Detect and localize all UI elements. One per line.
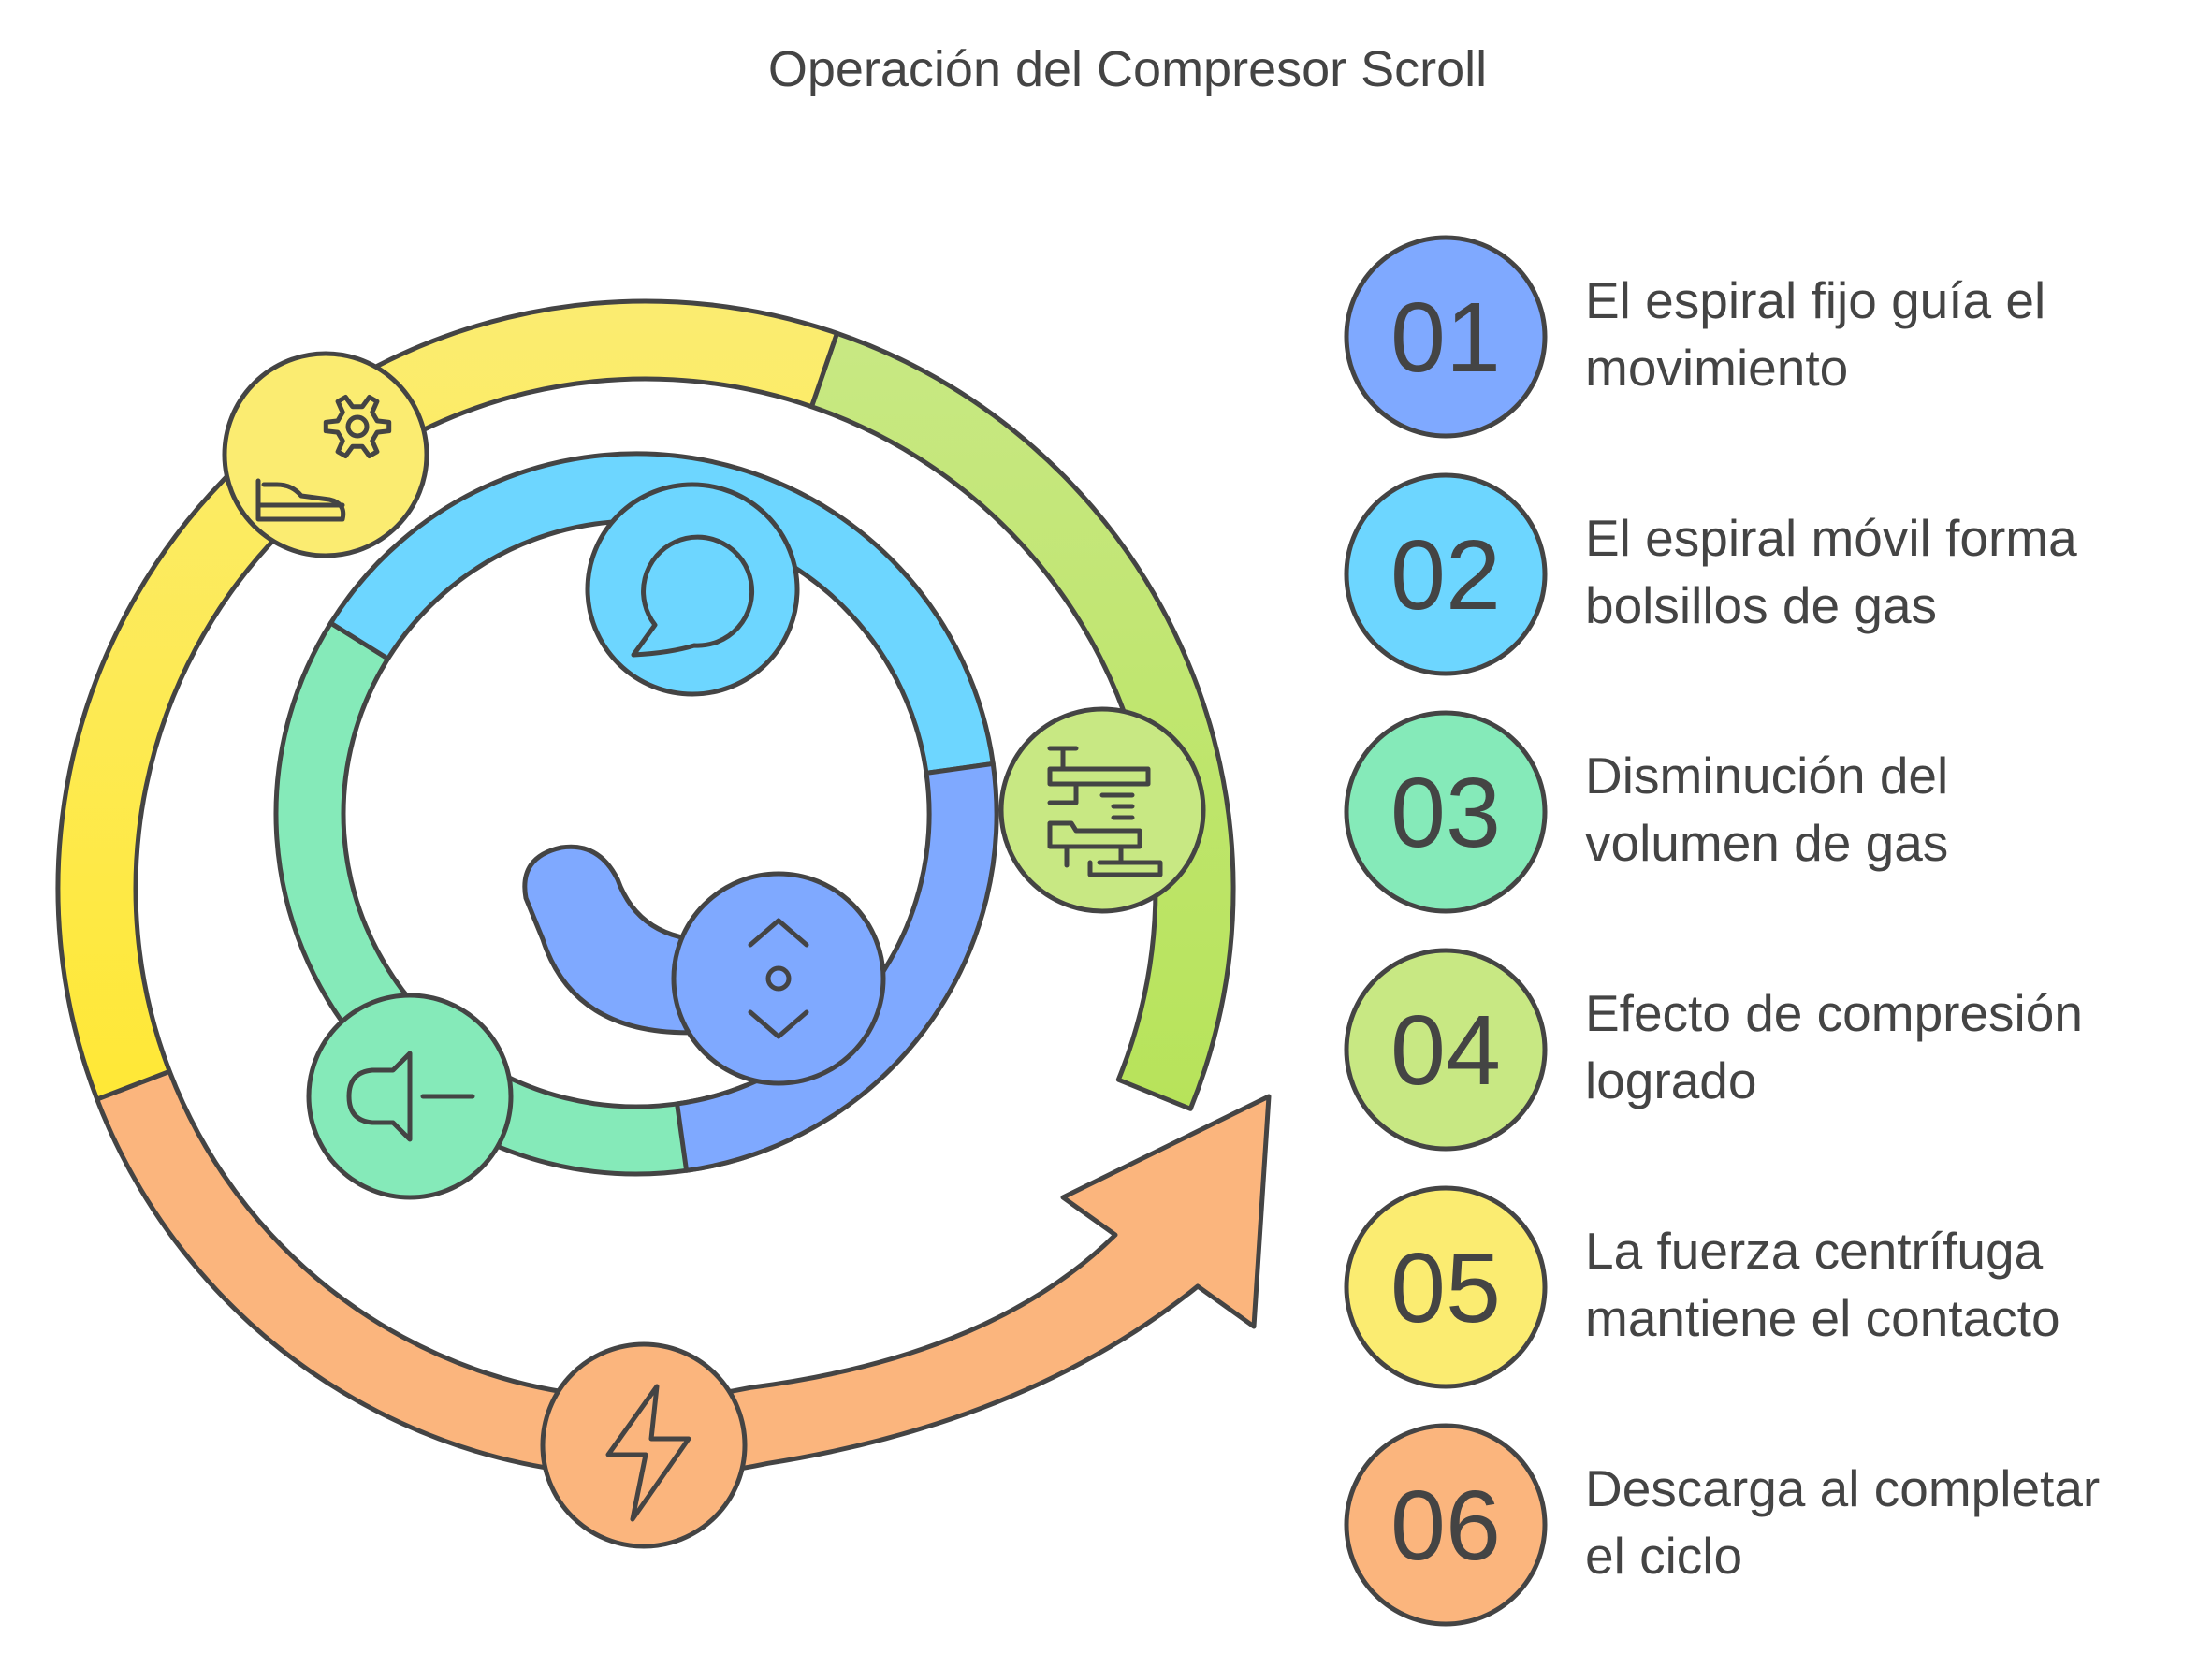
step-item-05: 05 La fuerza centrífuga mantiene el contac… xyxy=(1344,1185,2060,1389)
step-list: 01 El espiral fijo guía el movimiento 02 El … xyxy=(1344,235,2100,1627)
step-number: 05 xyxy=(1390,1233,1501,1343)
step-text-line: El espiral móvil forma xyxy=(1585,509,2077,567)
press-machine-icon xyxy=(1047,746,1163,877)
step-text-line: Descarga al completar xyxy=(1585,1459,2100,1517)
step-number: 01 xyxy=(1390,283,1501,393)
diagram-title: Operación del Compresor Scroll xyxy=(768,41,1487,97)
step-item-02: 02 El espiral móvil forma bolsillos de gas xyxy=(1344,472,2077,676)
badge-blue xyxy=(671,871,886,1086)
step-number-badge xyxy=(1344,948,1548,1152)
slider-arrows-icon xyxy=(748,918,809,1039)
chat-bubble-icon xyxy=(631,534,755,658)
step-item-03: 03 Disminución del volumen de gas xyxy=(1344,710,1948,914)
step-text-line: Efecto de compresión xyxy=(1585,984,2083,1042)
step-text-line: volumen de gas xyxy=(1585,814,1948,872)
step-number: 03 xyxy=(1390,758,1501,868)
step-text-line: La fuerza centrífuga xyxy=(1585,1222,2044,1280)
step-item-01: 01 El espiral fijo guía el movimiento xyxy=(1344,235,2045,439)
lightning-icon xyxy=(605,1384,691,1522)
blue-inner-arc xyxy=(675,761,999,1173)
step-item-06: 06 Descarga al completar el ciclo xyxy=(1344,1423,2100,1627)
orange-discharge-arrow xyxy=(95,1068,1272,1479)
horn-icon xyxy=(346,1051,475,1142)
step-number-badge xyxy=(1344,1423,1548,1627)
badge-mint xyxy=(306,993,514,1200)
step-number-badge xyxy=(1344,710,1548,914)
step-text-line: logrado xyxy=(1585,1051,1756,1109)
badge-yellow xyxy=(222,351,429,558)
gear-icon xyxy=(323,395,392,458)
shoe-icon xyxy=(255,478,346,522)
step-number-badge xyxy=(1344,472,1548,676)
step-text-line: Disminución del xyxy=(1585,747,1948,805)
step-number: 04 xyxy=(1390,995,1501,1106)
step-number-badge xyxy=(1344,1185,1548,1389)
step-text-line: el ciclo xyxy=(1585,1527,1742,1585)
step-text-line: El espiral fijo guía el xyxy=(1585,271,2045,329)
step-text-line: bolsillos de gas xyxy=(1585,576,1937,634)
step-text-line: mantiene el contacto xyxy=(1585,1289,2060,1347)
cyan-middle-arc xyxy=(328,451,996,776)
badge-lime xyxy=(998,706,1206,914)
step-text-line: movimiento xyxy=(1585,339,1848,397)
step-number-badge xyxy=(1344,235,1548,439)
step-number: 02 xyxy=(1390,520,1501,631)
step-number: 06 xyxy=(1390,1471,1501,1581)
badge-cyan xyxy=(585,482,800,697)
step-item-04: 04 Efecto de compresión logrado xyxy=(1344,948,2083,1152)
badge-orange xyxy=(540,1341,748,1549)
